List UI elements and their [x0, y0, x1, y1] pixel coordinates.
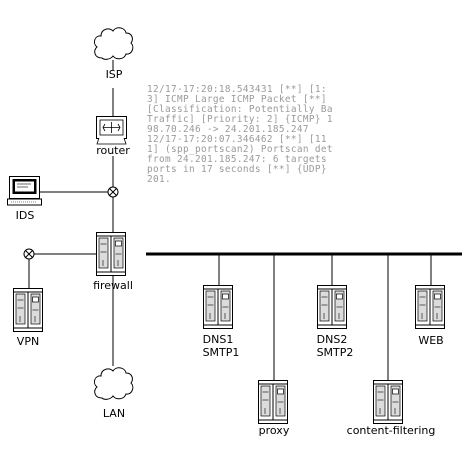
content-filtering-server-icon[interactable]	[373, 380, 403, 424]
web-server-icon[interactable]	[415, 285, 445, 329]
ids-computer-icon[interactable]	[7, 176, 42, 206]
connection-lines	[28, 60, 462, 380]
ids-alert-log: 12/17-17:20:18.543431 [**] [1: 3] ICMP L…	[147, 84, 333, 185]
dns2-label: DNS2	[317, 333, 348, 346]
log-line: 201.	[147, 174, 171, 185]
dns1-label: DNS1	[203, 333, 234, 346]
hub-icon	[107, 186, 119, 198]
vpn-server-icon[interactable]	[13, 288, 43, 332]
firewall-label: firewall	[93, 279, 133, 292]
isp-cloud-icon[interactable]	[93, 27, 134, 60]
log-line: [Classification: Potentially Ba	[147, 104, 333, 115]
dns2-server-icon[interactable]	[317, 285, 347, 329]
content-filtering-label: content-filtering	[347, 424, 436, 437]
router-icon[interactable]	[96, 116, 127, 145]
isp-label: ISP	[106, 68, 123, 81]
smtp2-label: SMTP2	[317, 346, 354, 359]
lan-label: LAN	[103, 407, 125, 420]
lan-cloud-icon[interactable]	[93, 367, 134, 400]
proxy-label: proxy	[259, 424, 290, 437]
log-line: 3] ICMP Large ICMP Packet [**]	[147, 94, 327, 105]
log-line: 98.70.246 -> 24.201.185.247	[147, 124, 309, 135]
vpn-label: VPN	[17, 335, 39, 348]
log-line: from 24.201.185.247: 6 targets	[147, 154, 327, 165]
web-label: WEB	[418, 334, 443, 347]
log-line: ports in 17 seconds [**] {UDP}	[147, 164, 327, 175]
router-label: router	[96, 144, 130, 157]
dns1-server-icon[interactable]	[203, 285, 233, 329]
proxy-server-icon[interactable]	[258, 380, 288, 424]
ids-label: IDS	[16, 209, 35, 222]
log-line: Traffic] [Priority: 2] {ICMP} 1	[147, 114, 333, 125]
log-line: 12/17-17:20:07.346462 [**] [11	[147, 134, 327, 145]
log-line: 1] (spp_portscan2) Portscan det	[147, 144, 333, 155]
log-line: 12/17-17:20:18.543431 [**] [1:	[147, 84, 327, 95]
vpn-hub-icon	[23, 248, 35, 260]
smtp1-label: SMTP1	[203, 346, 240, 359]
firewall-server-icon[interactable]	[96, 232, 126, 276]
